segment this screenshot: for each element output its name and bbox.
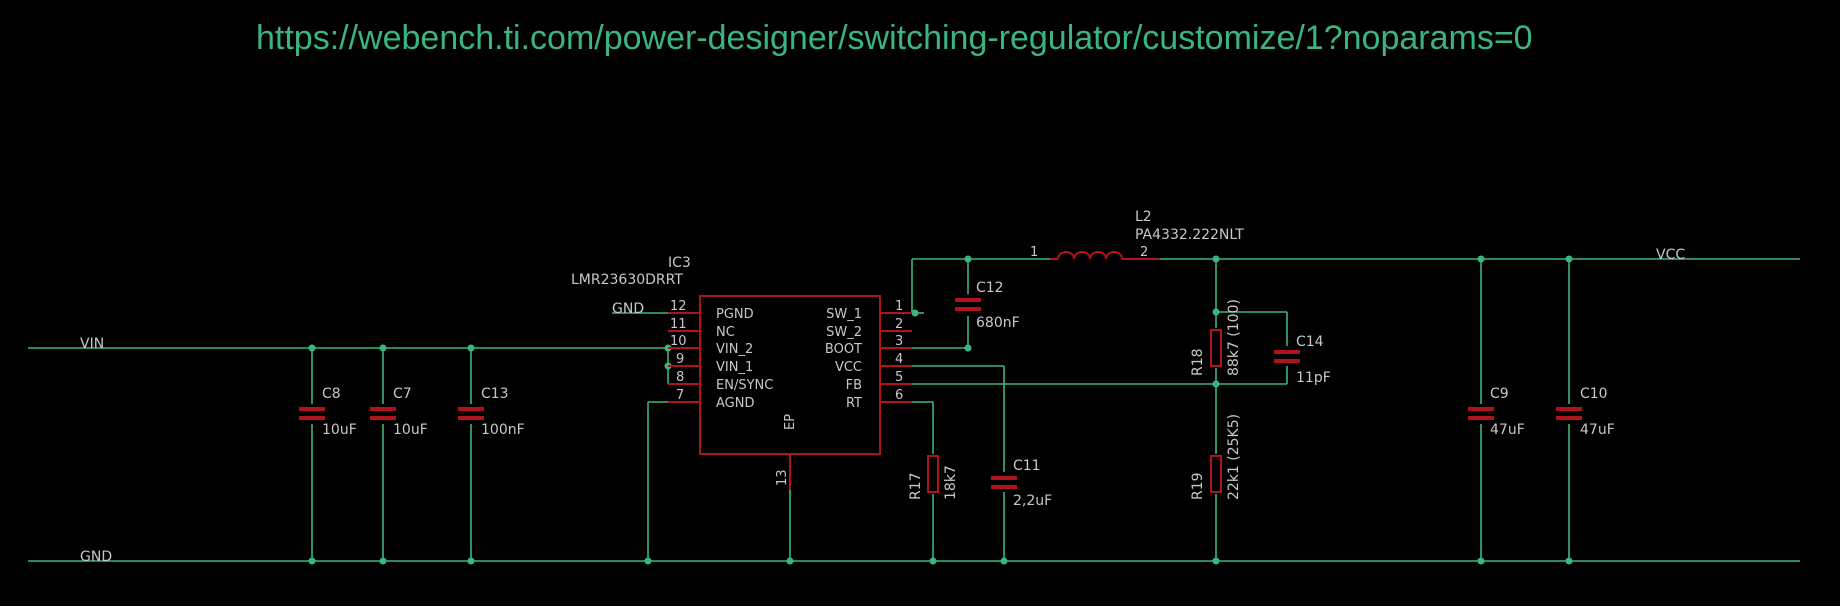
pin-num-13: 13 bbox=[775, 469, 790, 486]
pin-name-en-sync: EN/SYNC bbox=[716, 378, 773, 393]
c9-value: 47uF bbox=[1490, 422, 1525, 438]
r17-ref: R17 bbox=[908, 472, 924, 500]
junctions bbox=[308, 255, 1573, 565]
pin-num-11: 11 bbox=[670, 317, 687, 332]
capacitor-c9: C9 47uF bbox=[1468, 386, 1525, 438]
pin-name-agnd: AGND bbox=[716, 396, 754, 411]
inductor-l2: 1 2 L2 PA4332.222NLT bbox=[1030, 209, 1244, 260]
pin-name-boot: BOOT bbox=[825, 342, 862, 357]
c7-ref: C7 bbox=[393, 386, 412, 402]
resistor-r18: R18 88k7 (100) bbox=[1190, 299, 1242, 376]
c13-value: 100nF bbox=[481, 422, 525, 438]
capacitor-c14: C14 11pF bbox=[1274, 334, 1331, 386]
pin-name-nc: NC bbox=[716, 325, 735, 340]
pin-num-5: 5 bbox=[895, 370, 903, 385]
net-label-gnd: GND bbox=[80, 549, 112, 565]
pin-num-1: 1 bbox=[895, 299, 903, 314]
capacitor-c11: C11 2,2uF bbox=[991, 458, 1052, 509]
ic-part: LMR23630DRRT bbox=[571, 272, 683, 288]
pin-num-6: 6 bbox=[895, 388, 903, 403]
pin-num-7: 7 bbox=[676, 388, 684, 403]
pin-num-2: 2 bbox=[895, 317, 903, 332]
capacitor-c13: C13 100nF bbox=[458, 386, 525, 438]
c12-value: 680nF bbox=[976, 315, 1020, 331]
l2-value: PA4332.222NLT bbox=[1135, 227, 1244, 243]
c9-ref: C9 bbox=[1490, 386, 1509, 402]
pin-name-vin1: VIN_1 bbox=[716, 360, 753, 375]
c12-ref: C12 bbox=[976, 280, 1004, 296]
net-label-vcc: VCC bbox=[1656, 247, 1685, 263]
c10-value: 47uF bbox=[1580, 422, 1615, 438]
l2-pin1: 1 bbox=[1030, 245, 1038, 260]
pin-num-4: 4 bbox=[895, 352, 903, 367]
c11-ref: C11 bbox=[1013, 458, 1041, 474]
pin-name-fb: FB bbox=[846, 378, 862, 393]
wires bbox=[28, 258, 1800, 562]
capacitor-c7: C7 10uF bbox=[370, 386, 428, 438]
c10-ref: C10 bbox=[1580, 386, 1608, 402]
net-label-gnd-ic: GND bbox=[612, 301, 644, 317]
capacitor-c10: C10 47uF bbox=[1556, 386, 1615, 438]
pin-name-pgnd: PGND bbox=[716, 307, 754, 322]
net-label-vin: VIN bbox=[80, 336, 104, 352]
c8-value: 10uF bbox=[322, 422, 357, 438]
c14-ref: C14 bbox=[1296, 334, 1324, 350]
c14-value: 11pF bbox=[1296, 370, 1331, 386]
capacitor-c12: C12 680nF bbox=[955, 280, 1020, 331]
resistor-r19: R19 22k1 (25K5) bbox=[1190, 414, 1242, 500]
pin-name-ep: EP bbox=[783, 414, 798, 430]
pin-num-9: 9 bbox=[676, 352, 684, 367]
pin-name-sw2: SW_2 bbox=[826, 325, 862, 340]
ic-ref: IC3 bbox=[668, 255, 691, 271]
resistor-r17: R17 18k7 bbox=[908, 455, 959, 500]
pin-name-rt: RT bbox=[846, 396, 862, 411]
c8-ref: C8 bbox=[322, 386, 341, 402]
r17-value: 18k7 bbox=[943, 465, 959, 500]
pin-name-sw1: SW_1 bbox=[826, 307, 862, 322]
pin-name-vcc: VCC bbox=[835, 360, 862, 375]
c11-value: 2,2uF bbox=[1013, 493, 1052, 509]
url-text: https://webench.ti.com/power-designer/sw… bbox=[256, 19, 1533, 57]
pin-num-10: 10 bbox=[670, 334, 687, 349]
r19-value: 22k1 (25K5) bbox=[1226, 414, 1242, 500]
l2-pin2: 2 bbox=[1140, 245, 1148, 260]
pin-num-12: 12 bbox=[670, 299, 687, 314]
c7-value: 10uF bbox=[393, 422, 428, 438]
pin-num-8: 8 bbox=[676, 370, 684, 385]
r18-ref: R18 bbox=[1190, 348, 1206, 376]
ic-lmr23630: IC3 LMR23630DRRT 12 PGND 11 NC 10 VIN_2 … bbox=[571, 255, 912, 490]
pin-name-vin2: VIN_2 bbox=[716, 342, 753, 357]
pin-num-3: 3 bbox=[895, 334, 903, 349]
c13-ref: C13 bbox=[481, 386, 509, 402]
r18-value: 88k7 (100) bbox=[1226, 299, 1242, 376]
capacitor-c8: C8 10uF bbox=[299, 386, 357, 438]
r19-ref: R19 bbox=[1190, 472, 1206, 500]
l2-ref: L2 bbox=[1135, 209, 1152, 225]
